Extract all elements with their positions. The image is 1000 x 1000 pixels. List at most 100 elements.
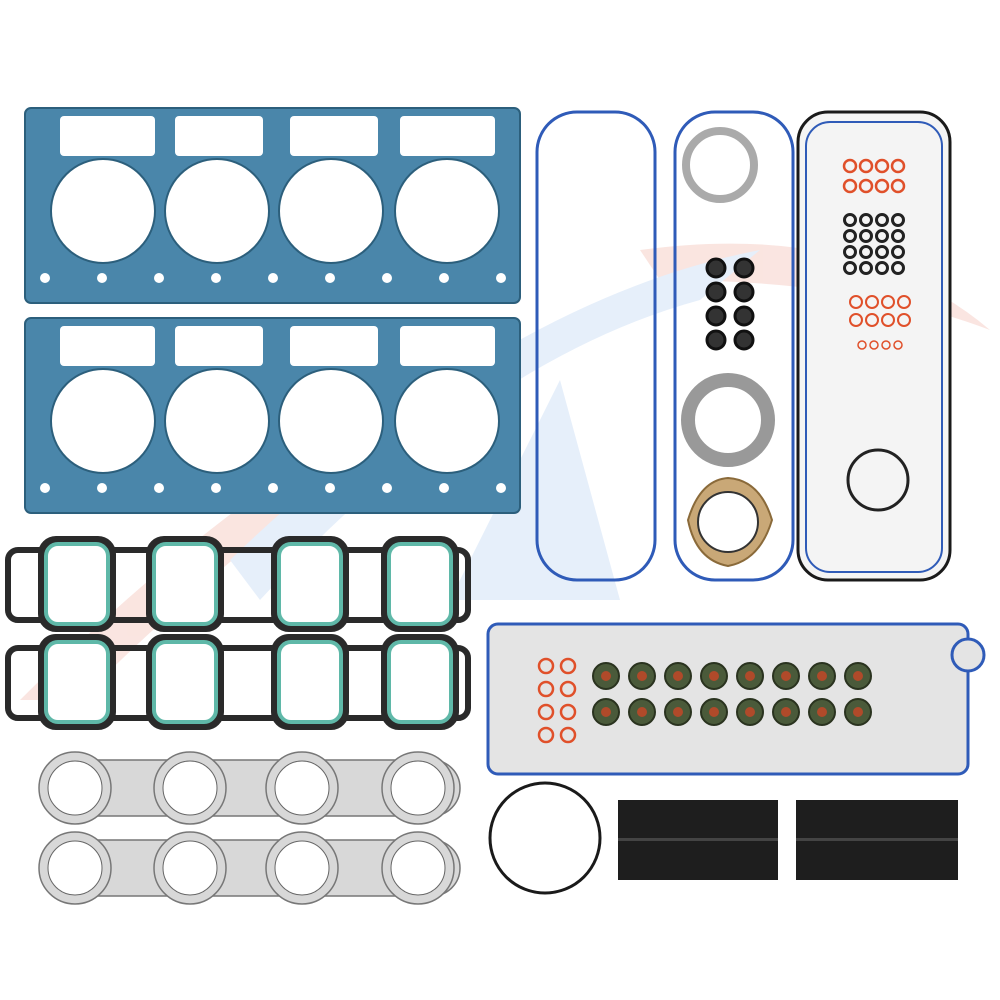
valley-plate-gasket bbox=[486, 622, 986, 776]
head-gasket-1 bbox=[24, 107, 521, 304]
port-seal bbox=[277, 640, 343, 724]
o-ring bbox=[881, 340, 891, 350]
valve-stem-seal bbox=[772, 662, 800, 690]
o-ring bbox=[859, 213, 873, 227]
valve-stem-seal bbox=[808, 698, 836, 726]
o-ring bbox=[897, 313, 911, 327]
bolt-hole bbox=[154, 273, 164, 283]
orange-o-ring bbox=[559, 657, 577, 675]
bolt-hole bbox=[382, 273, 392, 283]
exhaust-port bbox=[274, 760, 330, 816]
bolt-hole bbox=[40, 273, 50, 283]
o-ring bbox=[875, 213, 889, 227]
exhaust-port bbox=[390, 840, 446, 896]
exhaust-ring bbox=[682, 127, 758, 203]
bolt-hole bbox=[211, 483, 221, 493]
o-ring bbox=[881, 313, 895, 327]
grommet bbox=[705, 257, 727, 279]
bolt-hole bbox=[211, 273, 221, 283]
bolt-hole bbox=[97, 273, 107, 283]
intake-port bbox=[381, 536, 459, 632]
small-parts bbox=[681, 127, 775, 568]
o-ring bbox=[857, 340, 867, 350]
valve-stem-seal bbox=[700, 662, 728, 690]
round-o-ring bbox=[488, 781, 602, 895]
coolant-port bbox=[60, 116, 155, 156]
o-ring bbox=[843, 245, 857, 259]
o-ring bbox=[843, 261, 857, 275]
grommet bbox=[733, 281, 755, 303]
coolant-port bbox=[400, 116, 495, 156]
intake-manifold-gasket-1 bbox=[5, 536, 471, 632]
exhaust-manifold-gasket-2 bbox=[38, 831, 461, 905]
grommet bbox=[733, 329, 755, 351]
plate-tab bbox=[950, 637, 986, 673]
coolant-port bbox=[175, 116, 263, 156]
valve-stem-seal bbox=[592, 662, 620, 690]
port-seal bbox=[387, 542, 453, 626]
grommet bbox=[705, 329, 727, 351]
bolt-hole bbox=[268, 273, 278, 283]
valve-stem-seal bbox=[664, 662, 692, 690]
bolt-hole bbox=[496, 483, 506, 493]
bolt-hole bbox=[40, 483, 50, 493]
cylinder-bore bbox=[164, 158, 270, 264]
coolant-port bbox=[175, 326, 263, 366]
orange-o-ring bbox=[537, 657, 555, 675]
coolant-port bbox=[290, 116, 378, 156]
orange-o-ring bbox=[537, 726, 555, 744]
orange-o-ring bbox=[559, 726, 577, 744]
port-seal bbox=[387, 640, 453, 724]
o-ring bbox=[859, 229, 873, 243]
o-ring bbox=[875, 245, 889, 259]
exhaust-port bbox=[162, 760, 218, 816]
o-ring bbox=[865, 295, 879, 309]
valve-cover-gasket bbox=[796, 110, 952, 582]
foam-block-left bbox=[618, 800, 778, 880]
valley-cover-gasket-1 bbox=[535, 110, 657, 582]
intake-port bbox=[271, 634, 349, 730]
orange-o-ring bbox=[537, 703, 555, 721]
o-ring bbox=[891, 229, 905, 243]
grommet bbox=[733, 257, 755, 279]
valve-stem-seal bbox=[592, 698, 620, 726]
valve-stem-seal bbox=[736, 698, 764, 726]
valve-stem-seal bbox=[628, 698, 656, 726]
cylinder-bore bbox=[394, 158, 500, 264]
valve-stem-seal bbox=[844, 662, 872, 690]
valve-stem-seal bbox=[736, 662, 764, 690]
o-ring bbox=[843, 213, 857, 227]
grommet bbox=[733, 305, 755, 327]
o-ring bbox=[875, 261, 889, 275]
cylinder-bore bbox=[394, 368, 500, 474]
flange-opening bbox=[697, 491, 759, 553]
intake-port bbox=[38, 634, 116, 730]
o-ring bbox=[849, 313, 863, 327]
cylinder-bore bbox=[278, 158, 384, 264]
head-gasket-2 bbox=[24, 317, 521, 514]
foam-block-right bbox=[796, 800, 958, 880]
exhaust-port bbox=[274, 840, 330, 896]
o-ring bbox=[891, 261, 905, 275]
exhaust-port bbox=[47, 760, 103, 816]
valve-stem-seal bbox=[664, 698, 692, 726]
o-ring bbox=[858, 158, 874, 174]
exhaust-port bbox=[390, 760, 446, 816]
o-ring bbox=[869, 340, 879, 350]
bolt-hole bbox=[97, 483, 107, 493]
port-seal bbox=[152, 640, 218, 724]
port-seal bbox=[44, 542, 110, 626]
valve-stem-seal bbox=[808, 662, 836, 690]
cylinder-bore bbox=[50, 158, 156, 264]
bolt-hole bbox=[382, 483, 392, 493]
o-ring bbox=[874, 178, 890, 194]
port-seal bbox=[277, 542, 343, 626]
o-ring bbox=[849, 295, 863, 309]
o-ring bbox=[890, 178, 906, 194]
intake-port bbox=[146, 634, 224, 730]
intake-port bbox=[271, 536, 349, 632]
coolant-port bbox=[60, 326, 155, 366]
orange-o-ring bbox=[559, 703, 577, 721]
